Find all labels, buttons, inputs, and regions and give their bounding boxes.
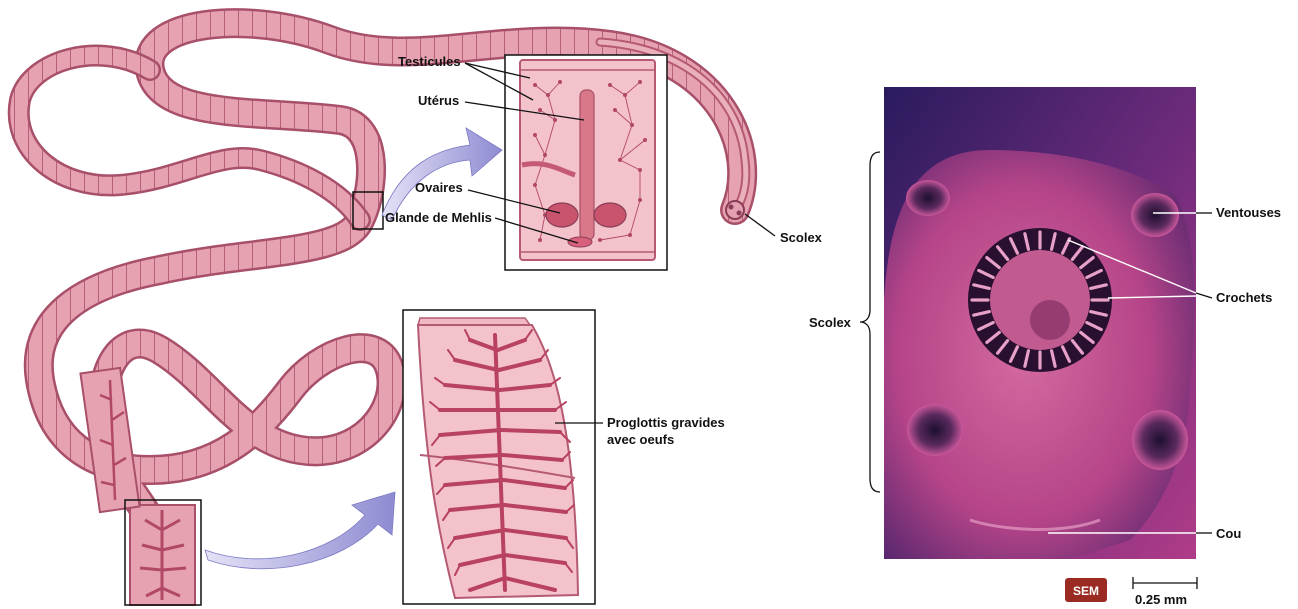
scolex-tip: [726, 201, 744, 219]
mature-proglottid-inset: [505, 55, 667, 270]
label-ovaires: Ovaires: [415, 180, 463, 195]
sem-badge-text: SEM: [1073, 584, 1099, 598]
scolex-bracket: [860, 152, 880, 492]
sucker-top-right: [1131, 193, 1179, 237]
gravid-segments-lower: [80, 368, 195, 605]
label-ventouses: Ventouses: [1216, 205, 1281, 220]
label-crochets: Crochets: [1216, 290, 1272, 305]
scale-bar-label: 0.25 mm: [1135, 592, 1187, 607]
curved-arrow-icon: [382, 128, 502, 220]
scale-bar: [1133, 577, 1197, 589]
label-scolex-tip: Scolex: [780, 230, 823, 245]
gravid-proglottid-inset: [403, 310, 595, 604]
label-proglottis-line2: avec oeufs: [607, 432, 674, 447]
scolex-sem-photo: [884, 87, 1196, 559]
label-cou: Cou: [1216, 526, 1241, 541]
label-uterus: Utérus: [418, 93, 459, 108]
sucker-bottom-right: [1132, 410, 1188, 470]
sucker-bottom-left: [907, 404, 963, 456]
curved-arrow-icon: [205, 492, 395, 569]
sucker-top-left: [906, 180, 950, 216]
label-proglottis-line1: Proglottis gravides: [607, 415, 725, 430]
label-scolex-bracket: Scolex: [809, 315, 852, 330]
label-testicules: Testicules: [398, 54, 461, 69]
label-glande-de-mehlis: Glande de Mehlis: [385, 210, 492, 225]
